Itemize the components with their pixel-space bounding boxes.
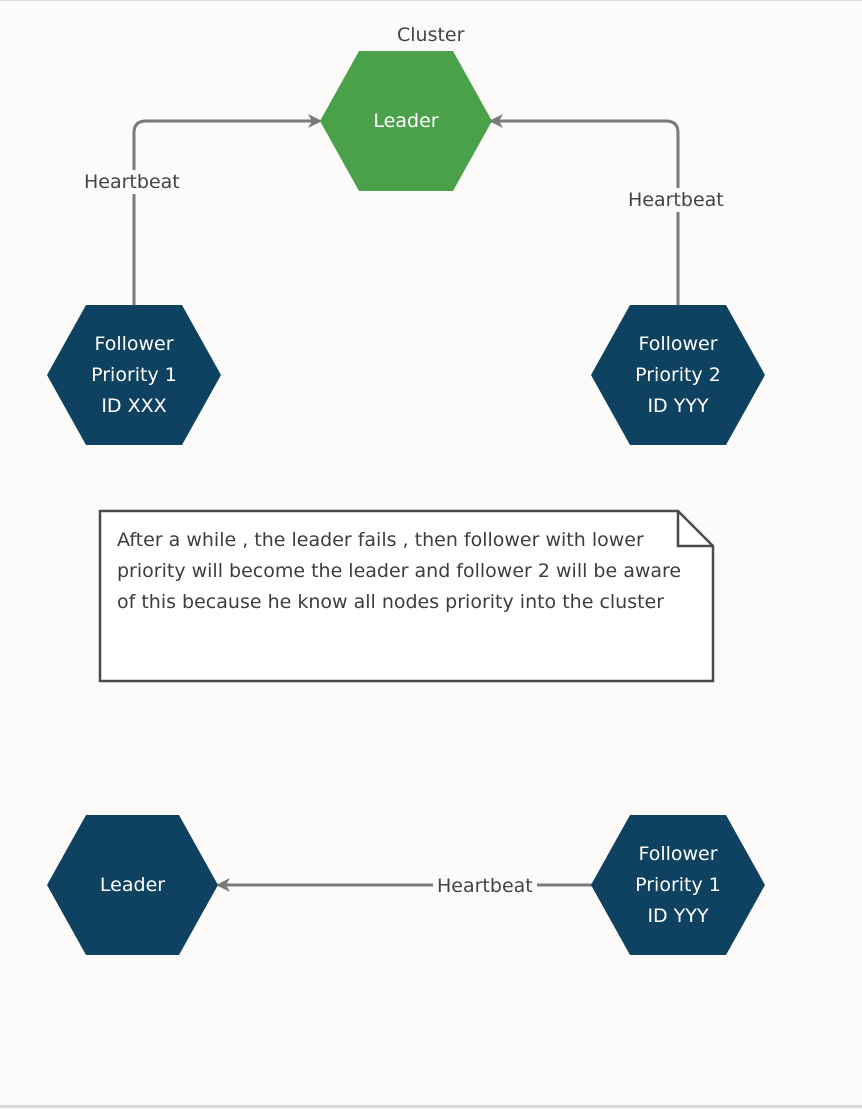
note-text: After a while , the leader fails , then …	[117, 529, 682, 613]
cluster-label: Cluster	[397, 24, 465, 46]
bottom-follower-line-1: Follower	[638, 843, 718, 865]
follower2-label: Follower Priority 2 ID YYY	[591, 329, 765, 422]
leader-node-bottom[interactable]	[47, 815, 218, 955]
note-fold	[676, 511, 713, 548]
follower1-line-1: Follower	[94, 333, 174, 355]
note-shape	[98, 509, 715, 683]
bottom-follower-node[interactable]	[591, 815, 765, 955]
bottom-follower-label: Follower Priority 1 ID YYY	[591, 839, 765, 932]
follower2-line-1: Follower	[638, 333, 718, 355]
edge-follower1-to-leader	[132, 114, 322, 307]
edge-left-heartbeat-label: Heartbeat	[84, 170, 180, 194]
leader-top-text: Leader	[373, 110, 439, 132]
follower1-node[interactable]	[47, 305, 221, 445]
leader-bottom-label: Leader	[47, 870, 218, 901]
follower1-line-2: Priority 1	[91, 364, 177, 386]
edge-follower2-to-leader	[489, 114, 680, 307]
follower1-line-3: ID XXX	[101, 395, 167, 417]
bottom-follower-line-3: ID YYY	[647, 905, 709, 927]
edge-right-heartbeat-label: Heartbeat	[628, 188, 724, 212]
edge-bottom-heartbeat-label: Heartbeat	[433, 874, 537, 898]
follower2-node[interactable]	[591, 305, 765, 445]
leader-node-top[interactable]	[320, 51, 492, 191]
leader-bottom-text: Leader	[99, 874, 166, 896]
follower1-label: Follower Priority 1 ID XXX	[47, 329, 221, 422]
leader-top-label: Leader	[320, 106, 492, 137]
bottom-follower-line-2: Priority 1	[635, 874, 721, 896]
follower2-line-3: ID YYY	[647, 395, 709, 417]
follower2-line-2: Priority 2	[635, 364, 721, 386]
